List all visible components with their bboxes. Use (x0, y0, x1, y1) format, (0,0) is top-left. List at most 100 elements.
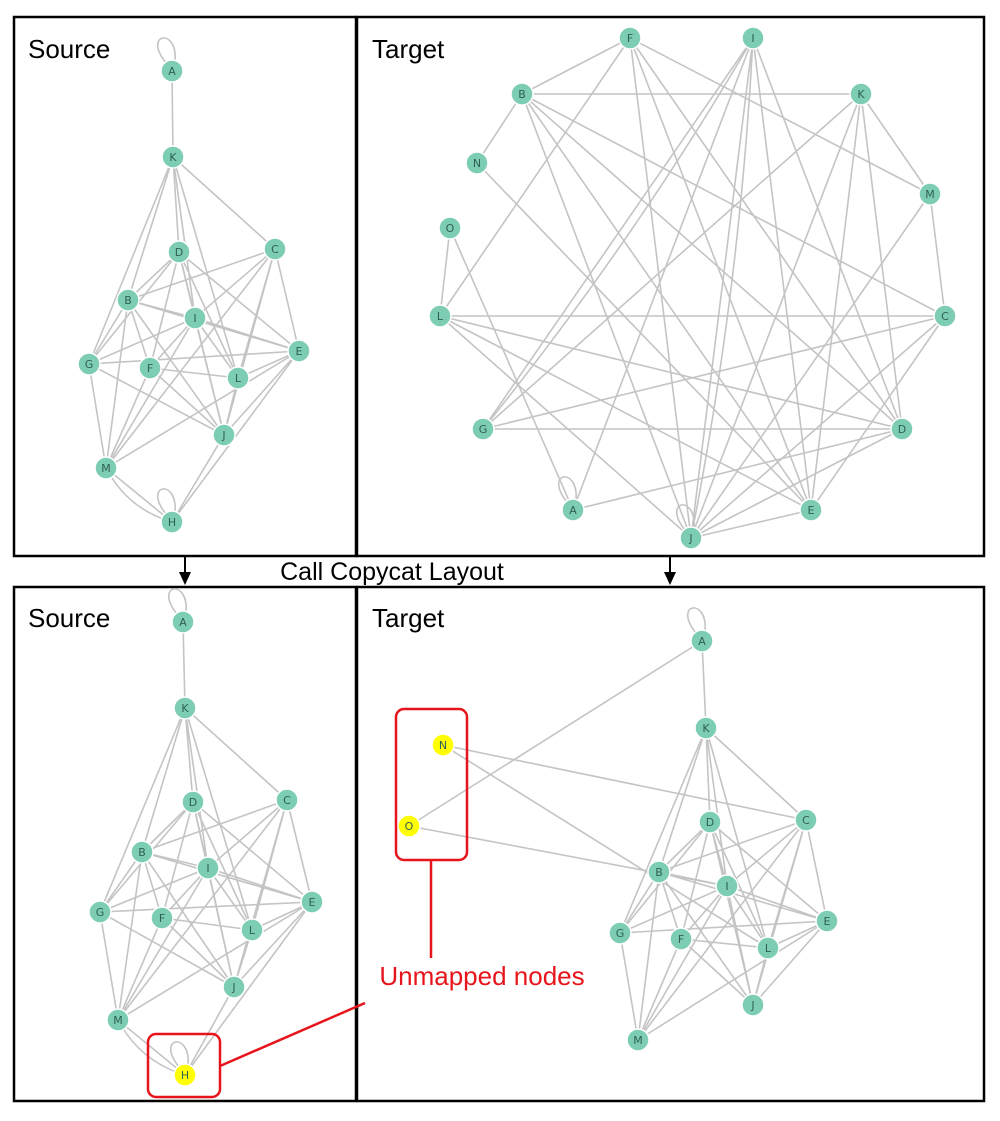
edge-I-E (752, 37, 812, 511)
edge-K-M (860, 93, 931, 195)
edge-F-J (149, 367, 225, 436)
node-label-A: A (168, 65, 176, 78)
node-A (171, 610, 195, 634)
edge-K-C (172, 156, 276, 250)
node-E (799, 498, 823, 522)
selfloop-A (167, 588, 187, 615)
node-label-A: A (569, 504, 577, 517)
edge-D-F (680, 821, 711, 940)
edge-D-B (141, 801, 194, 853)
node-D (698, 810, 722, 834)
node-D (181, 790, 205, 814)
node-H-unmapped (173, 1063, 197, 1087)
node-label-C: C (941, 310, 949, 323)
frame-before-source (12, 15, 358, 558)
edge-K-G (619, 727, 707, 934)
edges-before-source (88, 37, 300, 523)
edges-after-source (99, 588, 313, 1076)
node-A (690, 629, 714, 653)
node-label-L: L (437, 310, 444, 323)
node-label-K: K (169, 151, 177, 164)
node-label-L: L (249, 924, 256, 937)
node-label-E: E (309, 896, 316, 909)
node-G (77, 352, 101, 376)
node-E (300, 890, 324, 914)
node-C (263, 237, 287, 261)
node-label-A: A (698, 635, 706, 648)
edge-O-A (449, 227, 574, 511)
edge-A-K (171, 70, 174, 158)
edge-K-L (172, 156, 239, 379)
node-label-E: E (808, 504, 815, 517)
edge-H-J (171, 434, 225, 523)
edge-F-L (149, 367, 239, 379)
node-B (130, 840, 154, 864)
edge-E-M (117, 901, 313, 1021)
edge-C-J (233, 799, 288, 988)
panel-title-before-source: Source (28, 34, 110, 64)
edge-G-E (88, 350, 300, 365)
edge-G-M (99, 911, 119, 1021)
selfloop-H (169, 1041, 189, 1068)
edge-B-J (127, 299, 225, 436)
node-label-I: I (193, 312, 196, 325)
node-label-E: E (824, 915, 831, 928)
node-K (694, 716, 718, 740)
selfloop-J (675, 504, 695, 531)
edge-I-G (88, 317, 196, 365)
edge-I-J (690, 37, 754, 539)
edge-G-M (88, 363, 107, 469)
edge-D-L (192, 801, 253, 931)
edge-I-L (194, 317, 239, 379)
edge-B-M (637, 871, 660, 1041)
node-label-F: F (627, 32, 633, 45)
edge-C-B (127, 248, 276, 301)
node-I (741, 26, 765, 50)
edge-I-J (194, 317, 225, 436)
edge-F-J (680, 938, 754, 1006)
edge-C-I (194, 248, 276, 319)
node-C (794, 808, 818, 832)
node-G (471, 417, 495, 441)
node-H (160, 510, 184, 534)
node-label-B: B (124, 294, 132, 307)
node-M (626, 1028, 650, 1052)
node-label-H: H (168, 516, 176, 529)
edge-O-I (408, 825, 728, 887)
edge-K-B (127, 156, 174, 301)
node-J (679, 526, 703, 550)
node-F (669, 927, 693, 951)
edge-K-C (705, 727, 807, 821)
node-B (116, 288, 140, 312)
edge-K-L (705, 727, 769, 949)
node-label-O: O (405, 820, 414, 833)
edge-F-L (439, 37, 631, 317)
edge-B-N (476, 93, 523, 164)
edge-B-M (117, 851, 143, 1021)
edge-K-D (172, 156, 180, 253)
edge-I-L (207, 867, 253, 931)
annotation-line-source (219, 1001, 366, 1068)
edge-M-H (105, 467, 173, 523)
edge-C-B (658, 819, 807, 873)
node-O (438, 216, 462, 240)
edge-C-E (805, 819, 828, 922)
edge-G-E (619, 920, 828, 934)
node-F (138, 356, 162, 380)
edge-I-A (572, 37, 754, 511)
edge-G-I (482, 37, 754, 430)
edge-K-G (482, 93, 862, 430)
edge-K-B (658, 727, 707, 873)
node-B (647, 860, 671, 884)
node-label-N: N (473, 157, 481, 170)
edge-K-I (705, 727, 728, 887)
edge-G-M (619, 932, 639, 1041)
node-label-N: N (439, 739, 447, 752)
node-label-D: D (706, 816, 714, 829)
node-N (465, 151, 489, 175)
node-label-E: E (296, 345, 303, 358)
edge-A-K (701, 640, 707, 729)
